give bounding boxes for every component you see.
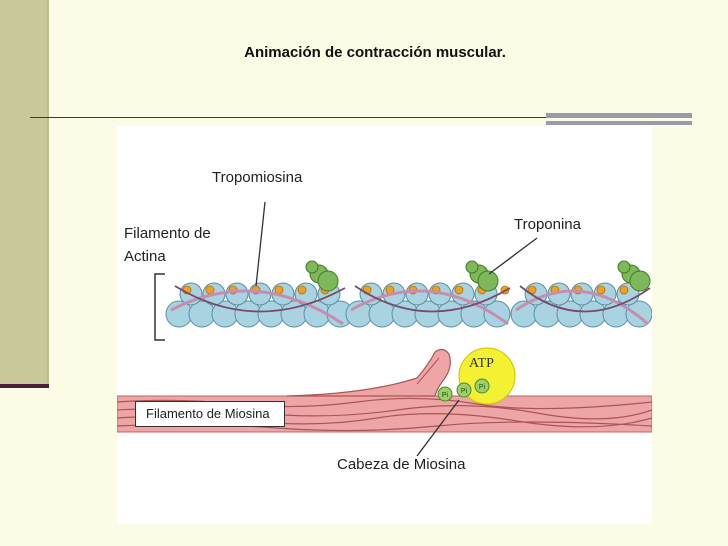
tropomyosin-strand [174,285,346,313]
tropomyosin-strand [515,289,649,326]
divider-accent-bottom [546,121,692,125]
tropomyosin-strand [354,285,511,313]
myosin-head [286,348,451,397]
myosin-head-pointer [416,399,460,457]
troponin-complex [629,270,651,292]
actin-bracket [154,273,165,341]
svg-text:Pi: Pi [479,384,486,391]
troponin-complex [465,260,479,274]
label-myosin-filament: Filamento de Miosina [135,401,285,427]
svg-text:Pi: Pi [442,392,449,399]
phosphate-groups: Pi Pi Pi [437,378,490,402]
actin-filament [165,260,652,328]
label-actin-line2: Actina [124,248,166,265]
left-accent-line [0,384,49,388]
tropomyosin-strand [519,285,651,313]
label-troponin: Troponina [514,216,581,233]
troponin-complex [317,270,339,292]
left-accent-bar [0,0,49,386]
atp-molecule [458,347,516,405]
tropomyosin-strand [350,289,509,326]
divider-accent-top [546,113,692,118]
label-atp: ATP [469,356,494,371]
actin-binding-site [619,285,629,295]
actin-binding-site [596,285,606,295]
label-actin: Filamento de Actina [124,222,211,268]
diagram-graphic: Pi Pi Pi [117,201,652,457]
troponin-complex [477,270,499,292]
troponin-complex [305,260,319,274]
actin-binding-site [454,285,464,295]
muscle-contraction-diagram: Pi Pi Pi Tropomiosina Filamento de Actin… [117,126,652,524]
troponin-pointer [488,237,538,275]
slide-title: Animación de contracción muscular. [244,44,506,61]
actin-bead [405,282,429,306]
actin-bead [225,282,249,306]
tropomyosin-pointer [255,201,266,287]
label-tropomyosin: Tropomiosina [212,169,303,186]
svg-text:Pi: Pi [461,388,468,395]
title-divider [30,117,685,118]
label-myosin-head: Cabeza de Miosina [337,456,466,473]
label-actin-line1: Filamento de [124,225,211,242]
tropomyosin-strand [170,289,344,326]
actin-binding-site [205,285,215,295]
actin-binding-site [297,285,307,295]
troponin-complex [617,260,631,274]
